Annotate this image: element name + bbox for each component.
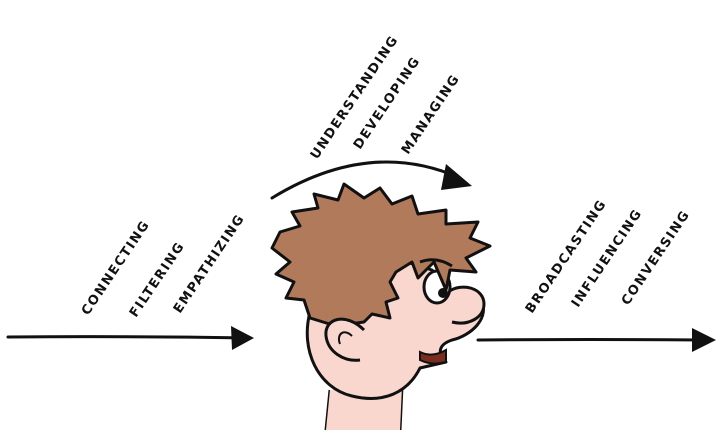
label-empathizing: EMPATHIZING — [171, 212, 248, 317]
output-arrow — [478, 328, 716, 352]
label-broadcasting: BROADCASTING — [523, 197, 610, 316]
nose — [448, 287, 484, 323]
input-arrow — [8, 326, 254, 350]
head-figure — [272, 184, 490, 430]
